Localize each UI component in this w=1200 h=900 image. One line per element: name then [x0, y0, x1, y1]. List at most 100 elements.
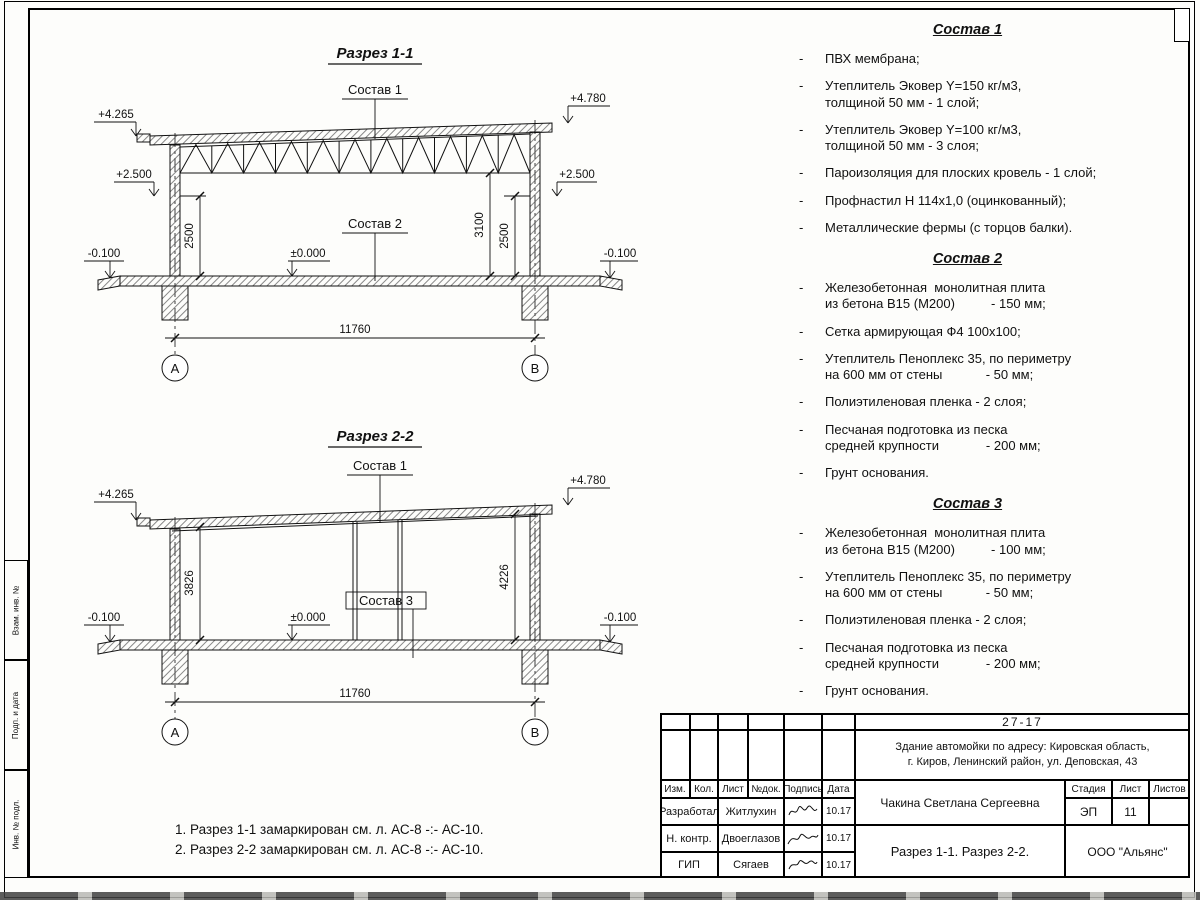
dimension-height-left: 3826	[184, 522, 205, 645]
composition-item: Полиэтиленовая пленка - 2 слоя;	[795, 612, 1140, 628]
sheet-notes: 1. Разрез 1-1 замаркирован см. л. АС-8 -…	[175, 820, 484, 859]
composition-item: Песчаная подготовка из песка средней кру…	[795, 422, 1140, 455]
building-structure	[97, 504, 623, 685]
axis-bubble-a: А	[161, 718, 189, 746]
revision-cell	[748, 730, 784, 780]
header-data: Дата	[822, 780, 855, 798]
callout-label: Состав 2	[348, 216, 402, 231]
elevation-value: +4.780	[570, 475, 606, 487]
drawing-title: Разрез 1-1. Разрез 2-2.	[855, 825, 1065, 878]
elevation-value: +4.265	[98, 489, 134, 501]
dimension-value: 4226	[499, 564, 511, 590]
revision-cell	[748, 713, 784, 730]
composition-item: Утеплитель Эковер Y=100 кг/м3, толщиной …	[795, 122, 1140, 155]
name-gip: Сягаев	[718, 852, 784, 878]
apron-right	[599, 639, 623, 655]
roof-edge-detail	[136, 133, 151, 143]
callout-label: Состав 1	[348, 82, 402, 97]
revision-cell	[718, 713, 748, 730]
elevation-mark-top-right: +4.780	[562, 93, 610, 124]
date-gip: 10.17	[822, 852, 855, 878]
elevation-mark-ground-right: -0.100	[600, 248, 638, 279]
side-stamp-label: Взам. инв. №	[11, 585, 21, 635]
roof-slab	[149, 504, 553, 530]
composition-item: Песчаная подготовка из песка средней кру…	[795, 640, 1140, 673]
composition-item: Утеплитель Пеноплекс 35, по периметру на…	[795, 569, 1140, 602]
dimension-span: 11760	[165, 688, 545, 707]
roof-slab	[149, 122, 553, 146]
dimension-value: 11760	[339, 324, 370, 336]
side-stamp-label: Инв. № подл.	[11, 799, 21, 849]
composition-item: Профнастил Н 114х1,0 (оцинкованный);	[795, 193, 1140, 209]
wall-right	[529, 513, 541, 641]
section-title-group: Разрез 2-2	[328, 428, 422, 448]
elevation-value: +2.500	[559, 169, 595, 181]
dimension-height-left: 2500	[184, 191, 205, 281]
composition-2-title: Состав 2	[932, 251, 1003, 267]
wall-left	[169, 528, 181, 641]
callout-floor-composition: Состав 3	[345, 591, 427, 658]
elevation-mark-ground-left: -0.100	[84, 248, 124, 279]
elevation-mark-zero: ±0.000	[286, 612, 330, 641]
roof-deck-line	[171, 515, 539, 532]
roof-edge-detail	[136, 517, 151, 527]
building-structure	[97, 122, 623, 321]
dimension-value: 3826	[184, 570, 196, 596]
sheet-value: 11	[1112, 798, 1149, 825]
elevation-mark-ground-right: -0.100	[600, 612, 638, 643]
callout-label: Состав 1	[353, 458, 407, 473]
foundation-right	[521, 285, 549, 321]
composition-1: Состав 1 ПВХ мембрана; Утеплитель Эковер…	[795, 22, 1140, 236]
composition-item: Утеплитель Пеноплекс 35, по периметру на…	[795, 351, 1140, 384]
note-line-2: 2. Разрез 2-2 замаркирован см. л. АС-8 -…	[175, 841, 484, 857]
composition-item: Железобетонная монолитная плита из бетон…	[795, 280, 1140, 313]
name-razrabotal: Житлухин	[718, 798, 784, 825]
project-code: 27-17	[855, 713, 1190, 730]
section-1-1-drawing: Разрез 1-1	[84, 45, 638, 382]
dimension-height-mid: 3100	[474, 168, 495, 281]
dimension-value: 3100	[474, 212, 486, 238]
sheet-label: Лист	[1112, 780, 1149, 798]
elevation-value: +4.265	[98, 109, 134, 121]
dimension-span: 11760	[165, 324, 545, 343]
sheets-value	[1149, 798, 1190, 825]
axis-letter: В	[531, 361, 540, 376]
floor-slab	[119, 639, 601, 651]
role-nkontr: Н. контр.	[660, 825, 718, 852]
revision-cell	[660, 730, 690, 780]
elevation-value: +2.500	[116, 169, 152, 181]
header-list: Лист	[718, 780, 748, 798]
stage-label: Стадия	[1065, 780, 1112, 798]
elevation-mark-mid-left: +2.500	[114, 169, 160, 197]
axis-centerlines	[174, 503, 536, 719]
elevation-mark-top-left: +4.265	[94, 109, 142, 137]
header-izm: Изм.	[660, 780, 690, 798]
elevation-value: -0.100	[88, 248, 121, 260]
stage-value: ЭП	[1065, 798, 1112, 825]
composition-item: Утеплитель Эковер Y=150 кг/м3, толщиной …	[795, 78, 1140, 111]
sheets-label: Листов	[1149, 780, 1190, 798]
composition-1-title: Состав 1	[932, 22, 1003, 38]
composition-3-title: Состав 3	[932, 496, 1003, 513]
elevation-mark-ground-left: -0.100	[84, 612, 124, 643]
composition-item: Сетка армирующая Ф4 100х100;	[795, 324, 1140, 340]
corner-stamp-box	[1174, 8, 1190, 42]
section-2-2-drawing: Разрез 2-2 Состав 1 Состав 3 +4	[84, 428, 638, 746]
revision-cell	[660, 713, 690, 730]
axis-bubble-a: А	[161, 354, 189, 382]
revision-cell	[784, 713, 822, 730]
side-stamp-label: Подп. и дата	[11, 691, 21, 739]
revision-cell	[690, 713, 718, 730]
role-razrabotal: Разработал	[660, 798, 718, 825]
revision-cell	[822, 713, 855, 730]
elevation-value: ±0.000	[290, 612, 325, 624]
dimension-value: 11760	[339, 688, 370, 700]
apron-left	[97, 275, 121, 291]
foundation-left	[161, 649, 189, 685]
composition-item: Пароизоляция для плоских кровель - 1 сло…	[795, 165, 1140, 181]
dimension-value: 2500	[499, 223, 511, 249]
note-line-1: 1. Разрез 1-1 замаркирован см. л. АС-8 -…	[175, 822, 484, 837]
elevation-mark-top-left: +4.265	[94, 489, 142, 521]
signature-scribble	[788, 860, 818, 870]
callout-label: Состав 3	[359, 593, 413, 608]
